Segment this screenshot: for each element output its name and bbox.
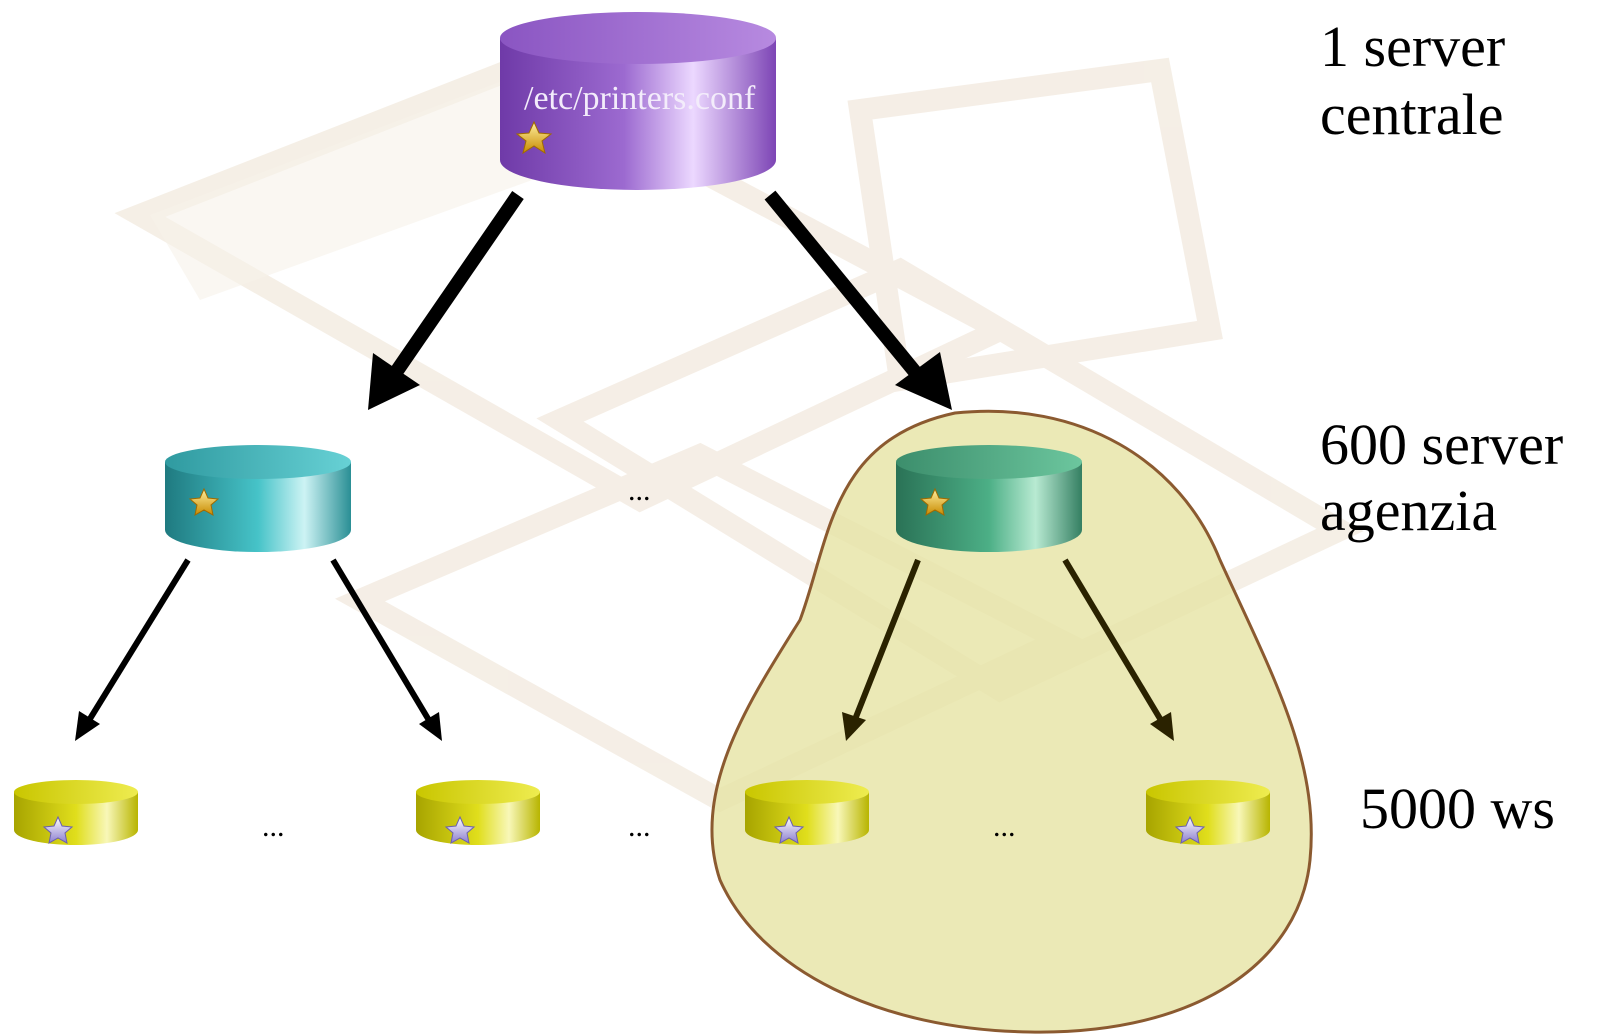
ellipsis: ... (262, 810, 285, 843)
agency-count-label: 600 server (1320, 412, 1564, 477)
star-icon (1174, 815, 1206, 844)
star-icon (919, 487, 951, 516)
workstation-icon (14, 780, 138, 845)
star-icon (444, 815, 476, 844)
agency-server-icon (165, 445, 351, 552)
star-icon (188, 487, 220, 516)
workstation-icon (1146, 780, 1270, 845)
ellipsis: ... (628, 474, 651, 507)
central-count-label: 1 server (1320, 14, 1506, 79)
star-icon (515, 120, 553, 155)
star-icon (42, 815, 74, 844)
central-server-icon (500, 12, 776, 190)
agency-role-label: agenzia (1320, 478, 1498, 543)
arrows (75, 190, 1174, 741)
workstation-icon (745, 780, 869, 845)
ellipsis: ... (628, 810, 651, 843)
ellipsis: ... (993, 810, 1016, 843)
config-file-label: /etc/printers.conf (524, 80, 756, 117)
arrow-head (895, 352, 952, 410)
agency-server-icon (896, 445, 1082, 552)
central-role-label: centrale (1320, 82, 1504, 147)
star-icon (773, 815, 805, 844)
agency-highlight-region (710, 409, 1313, 1034)
workstation-icon (416, 780, 540, 845)
arrow-head (368, 353, 420, 410)
workstation-count-label: 5000 ws (1360, 776, 1555, 841)
background-shading (150, 78, 560, 300)
